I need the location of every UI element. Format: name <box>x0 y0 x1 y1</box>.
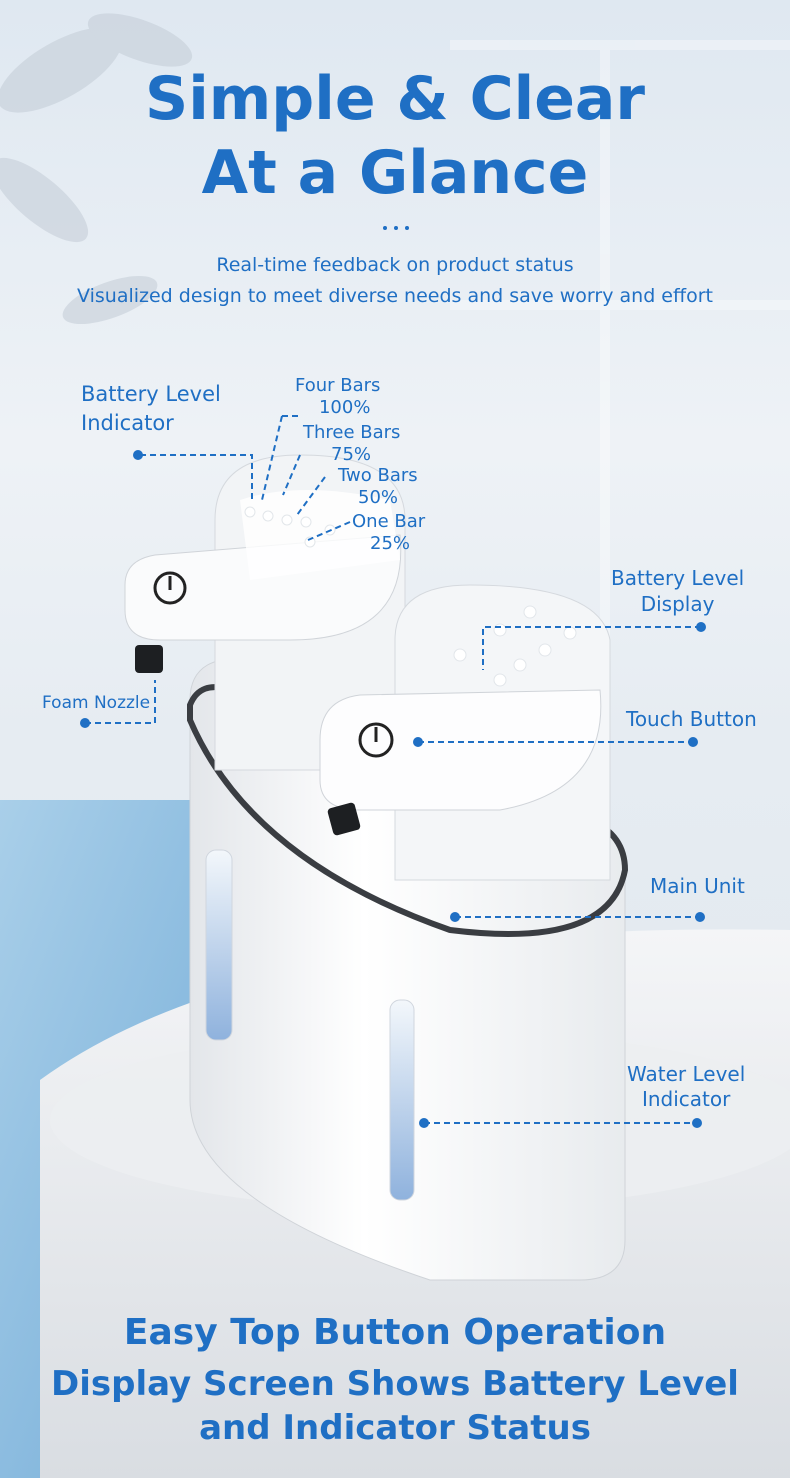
touch-button-label: Touch Button <box>626 707 757 731</box>
callout-dot-main-unit-left <box>450 912 460 922</box>
dispenser <box>124 454 629 1281</box>
window-shadow <box>450 40 790 800</box>
one-bar-label: One Bar 25% <box>352 511 426 554</box>
foam-nozzle-label: Foam Nozzle <box>42 693 151 713</box>
water-level-label: Water Level Indicator <box>627 1062 746 1111</box>
two-bars-label: Two Bars 50% <box>338 465 418 508</box>
footer-line1: Easy Top Button Operation <box>123 1312 667 1353</box>
callout-lines <box>85 415 701 1124</box>
page-title-line2: At a Glance <box>201 138 589 208</box>
battery-display-label: Battery Level Display <box>611 566 745 616</box>
divider-dots <box>383 226 409 230</box>
callout-dot-touch-button-right <box>688 737 698 747</box>
subtitle-line2: Visualized design to meet diverse needs … <box>77 285 713 307</box>
four-bars-label: Four Bars 100% <box>295 375 381 418</box>
battery-indicator-label: Battery Level Indicator <box>81 382 221 435</box>
callout-dot-water-right <box>692 1118 702 1128</box>
subtitle-line1: Real-time feedback on product status <box>216 254 574 276</box>
footer-line3: and Indicator Status <box>199 1408 591 1448</box>
callout-dot-main-unit-right <box>695 912 705 922</box>
page-title-line1: Simple & Clear <box>145 64 645 134</box>
callout-dot-battery-display <box>696 622 706 632</box>
callout-dot-touch-button-left <box>413 737 423 747</box>
footer-line2: Display Screen Shows Battery Level <box>51 1364 739 1404</box>
main-unit-label: Main Unit <box>650 874 745 898</box>
callout-dot-water-left <box>419 1118 429 1128</box>
callout-dot-foam-nozzle <box>80 718 90 728</box>
plant-shadow <box>0 13 193 325</box>
three-bars-label: Three Bars 75% <box>303 422 401 465</box>
callout-dot-battery-indicator <box>133 450 143 460</box>
